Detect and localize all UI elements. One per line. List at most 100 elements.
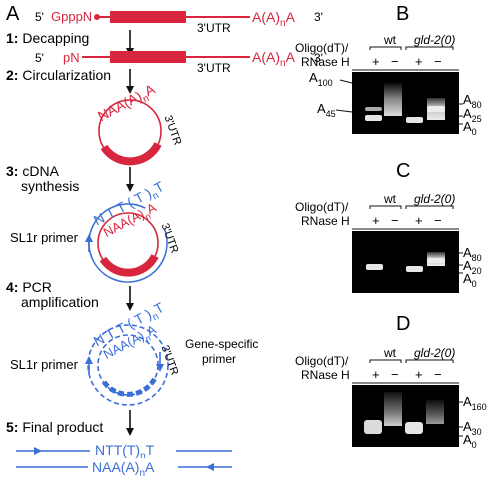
group-mut-label: gld-2(0) — [414, 33, 455, 47]
sl1r-primer-label: SL1r primer — [10, 230, 79, 245]
step-3-label-line2: synthesis — [21, 178, 79, 194]
band — [406, 117, 423, 123]
lane-1-sign: + — [372, 213, 380, 228]
pcr-outer-circle — [87, 324, 169, 406]
rnase-label: RNase H — [301, 368, 350, 382]
right-marker-1: A80 — [463, 92, 482, 110]
right-marker-1: A160 — [463, 394, 487, 412]
step-3-label: 3: cDNA — [6, 163, 60, 179]
panel-b: B Oligo(dT)/ RNase H wt gld-2(0) + − + −… — [295, 3, 482, 137]
rnase-label: RNase H — [301, 55, 350, 69]
cds-arc — [99, 254, 159, 277]
band — [427, 258, 445, 263]
panel-d: D Oligo(dT)/ RNase H wt gld-2(0) + − + −… — [295, 313, 487, 450]
right-marker-3: A0 — [463, 432, 477, 450]
band — [364, 420, 382, 434]
right-marker-2: A30 — [463, 419, 482, 437]
lane-4-sign: − — [434, 367, 442, 382]
five-prime-label: 5' — [35, 51, 44, 65]
band — [427, 106, 445, 112]
smear — [426, 400, 444, 424]
marker-tick — [339, 79, 353, 84]
final-product: NTT(T)nT NAA(A)nA — [16, 441, 232, 479]
circular-rna: NAA(A)nA 3'UTR — [95, 80, 184, 166]
panel-a-letter: A — [6, 3, 20, 25]
lane-4-sign: − — [434, 213, 442, 228]
step-2-label: 2: Circularization — [6, 67, 111, 83]
group-wt-label: wt — [383, 192, 397, 206]
label-bg — [88, 458, 178, 474]
polya-tail-label: A(A)nA — [252, 49, 296, 69]
cap-label: GpppN — [51, 9, 92, 24]
three-prime-label: 3' — [314, 51, 323, 65]
final-bottom-label: NAA(A)nA — [92, 459, 155, 476]
pcr-diagram: N T T ( T )nT NAA(A)nA 3'UTR SL1r primer… — [10, 299, 258, 406]
gene-specific-label-line2: primer — [202, 352, 236, 366]
lane-3-sign: + — [415, 213, 423, 228]
cds-box — [110, 51, 186, 63]
label-bg — [90, 441, 176, 457]
utr-label: 3'UTR — [197, 21, 231, 35]
circ-utr-label: 3'UTR — [162, 114, 184, 147]
lane-3-sign: + — [415, 367, 423, 382]
arrowhead-icon — [85, 356, 93, 364]
band — [365, 107, 382, 111]
lane-1-sign: + — [372, 54, 380, 69]
five-prime-label: 5' — [35, 10, 44, 24]
step-1-label: 1: Decapping — [6, 30, 89, 46]
polya-tail-label: A(A)nA — [252, 9, 296, 29]
step-4-label: 4: PCR — [6, 279, 52, 295]
group-wt-label: wt — [383, 33, 397, 47]
panel-d-letter: D — [396, 313, 410, 335]
marker-tick — [335, 109, 353, 113]
group-brackets — [369, 359, 454, 363]
right-marker-1: A80 — [463, 245, 482, 263]
band — [366, 264, 383, 270]
three-prime-label: 3' — [314, 10, 323, 24]
oligo-label: Oligo(dT)/ — [295, 200, 349, 214]
pcr-utr-label: 3'UTR — [159, 344, 181, 377]
circ-polya-label: NAA(A)nA — [95, 80, 160, 127]
arrowhead-icon — [85, 234, 93, 242]
right-marker-3: A0 — [463, 119, 477, 137]
gene-specific-label: Gene-specific — [185, 337, 258, 351]
smear — [384, 82, 402, 116]
group-brackets — [369, 205, 454, 209]
group-wt-label: wt — [383, 346, 397, 360]
lane-3-sign: + — [415, 54, 423, 69]
band — [406, 266, 423, 272]
lane-2-sign: − — [391, 54, 399, 69]
oligo-label: Oligo(dT)/ — [295, 354, 349, 368]
sl1r-primer-label-2: SL1r primer — [10, 357, 79, 372]
arrowhead-icon — [206, 463, 214, 471]
lane-4-sign: − — [434, 54, 442, 69]
group-mut-label: gld-2(0) — [414, 192, 455, 206]
band — [365, 115, 382, 121]
group-brackets — [369, 46, 454, 50]
cdna-utr-label: 3'UTR — [159, 222, 181, 255]
pn-label: pN — [63, 50, 80, 65]
lane-1-sign: + — [372, 367, 380, 382]
lane-2-sign: − — [391, 367, 399, 382]
cds-arc — [101, 376, 158, 397]
rnase-label: RNase H — [301, 214, 350, 228]
final-top-label: NTT(T)nT — [95, 442, 155, 462]
arrowhead-icon — [34, 447, 42, 455]
group-mut-label: gld-2(0) — [414, 346, 455, 360]
cdna-diagram: N T T ( T )nT NAA(A)nA 3'UTR SL1r primer — [10, 178, 181, 283]
smear — [384, 392, 402, 426]
left-marker-2: A45 — [317, 101, 336, 119]
right-marker-2: A20 — [463, 258, 482, 276]
left-marker-1: A100 — [309, 70, 333, 88]
right-marker-2: A25 — [463, 106, 482, 124]
step-4-label-line2: amplification — [21, 294, 99, 310]
panel-a: A 5' GpppN 3'UTR A(A)nA 3' 1: Decapping … — [6, 3, 323, 479]
panel-c: C Oligo(dT)/ RNase H wt gld-2(0) + − + −… — [295, 160, 482, 293]
utr-label: 3'UTR — [197, 61, 231, 75]
lane-2-sign: − — [391, 213, 399, 228]
right-marker-3: A0 — [463, 271, 477, 289]
cdna-circle — [88, 203, 168, 283]
cds-arc — [100, 142, 162, 166]
mrna-capped: 5' GpppN 3'UTR A(A)nA 3' — [35, 9, 323, 35]
